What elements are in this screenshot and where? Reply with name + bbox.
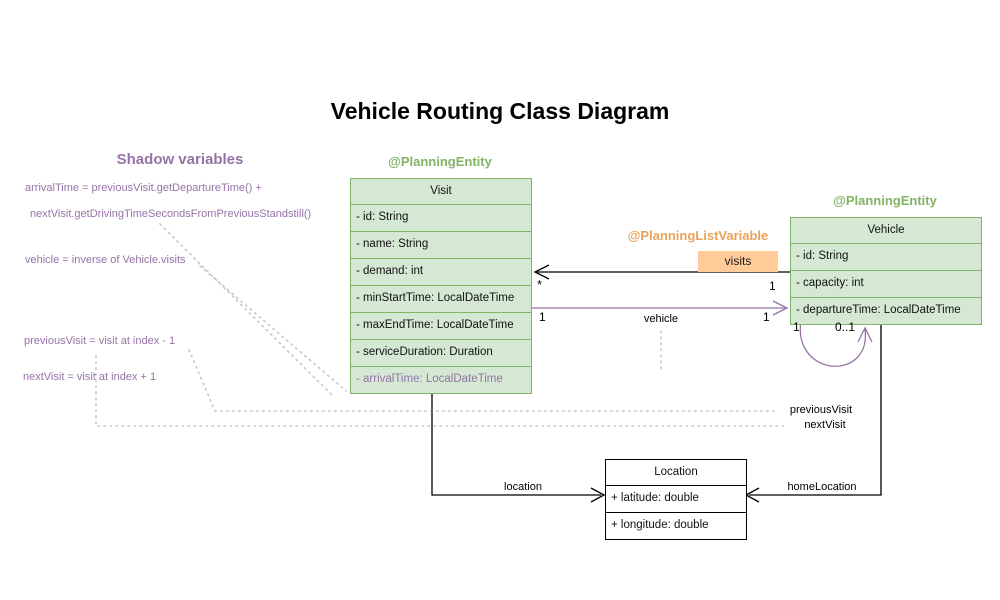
chain-previousVisit-label: previousVisit: [789, 404, 853, 416]
chain-self-loop-line: [799, 319, 866, 367]
chain-self-loop-arrowhead: [857, 326, 873, 343]
class-visit: Visit - id: String - name: String - dema…: [350, 178, 532, 394]
visits-multiplicity-visit-side: *: [537, 277, 543, 292]
shadow-line-previousVisit: previousVisit = visit at index - 1: [24, 335, 176, 347]
vehicle-association-arrowhead: [772, 300, 789, 316]
location-attr-longitude: + longitude: double: [606, 512, 746, 539]
visit-attr-minStartTime: - minStartTime: LocalDateTime: [351, 285, 531, 312]
shadow-line-arrivalTime-2: nextVisit.getDrivingTimeSecondsFromPrevi…: [30, 208, 312, 220]
shadow-link-vehicle: [199, 265, 347, 392]
chain-nextVisit-label: nextVisit: [804, 419, 846, 431]
vehicle-association-label: vehicle: [643, 313, 679, 325]
visit-attr-name: - name: String: [351, 231, 531, 258]
home-location-association-arrowhead: [744, 487, 760, 503]
visit-attr-demand: - demand: int: [351, 258, 531, 285]
visit-attr-id: - id: String: [351, 204, 531, 231]
visit-attr-serviceDuration: - serviceDuration: Duration: [351, 339, 531, 366]
location-association-line: [431, 385, 601, 496]
chain-multiplicity-source: 1: [793, 320, 800, 334]
shadow-line-vehicle: vehicle = inverse of Vehicle.visits: [25, 254, 186, 266]
shadow-variables-heading: Shadow variables: [116, 151, 244, 168]
diagram-title: Vehicle Routing Class Diagram: [330, 98, 670, 124]
vehicle-attr-departureTime: - departureTime: LocalDateTime: [791, 297, 981, 324]
visit-attr-maxEndTime: - maxEndTime: LocalDateTime: [351, 312, 531, 339]
shadow-line-nextVisit: nextVisit = visit at index + 1: [23, 371, 157, 383]
planning-list-variable-annotation: @PlanningListVariable: [627, 228, 769, 243]
visit-attr-arrivalTime-shadow: - arrivalTime: LocalDateTime: [351, 366, 531, 393]
visit-planning-entity-annotation: @PlanningEntity: [388, 154, 492, 169]
shadow-link-arrivalTime: [159, 223, 334, 397]
location-association-arrowhead: [590, 487, 606, 503]
vehicle-attr-capacity: - capacity: int: [791, 270, 981, 297]
vehicle-multiplicity-visit-side: 1: [539, 310, 546, 324]
class-vehicle-name: Vehicle: [867, 224, 905, 236]
vehicle-planning-entity-annotation: @PlanningEntity: [833, 193, 937, 208]
location-attr-latitude: + latitude: double: [606, 485, 746, 512]
vehicle-attr-id: - id: String: [791, 243, 981, 270]
visits-multiplicity-vehicle-side: 1: [769, 279, 776, 293]
location-association-label: location: [504, 481, 542, 493]
class-vehicle: Vehicle - id: String - capacity: int - d…: [790, 217, 982, 325]
vehicle-multiplicity-vehicle-side: 1: [763, 310, 770, 324]
class-location-name: Location: [654, 466, 698, 478]
visits-label-chip: visits: [698, 251, 778, 272]
home-location-association-label: homeLocation: [787, 481, 857, 493]
class-visit-name: Visit: [430, 185, 452, 197]
chain-multiplicity-target: 0..1: [835, 320, 856, 334]
class-location: Location + latitude: double + longitude:…: [605, 459, 747, 540]
shadow-line-arrivalTime-1: arrivalTime = previousVisit.getDeparture…: [25, 182, 262, 194]
